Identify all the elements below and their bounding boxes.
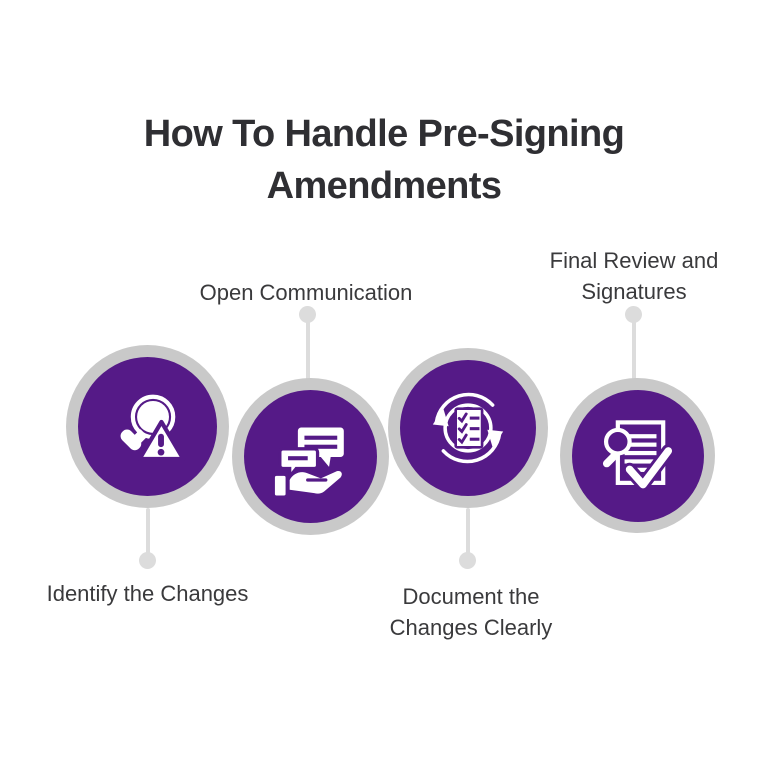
step-node-2-disc xyxy=(244,390,377,523)
step-node-3-disc xyxy=(400,360,536,496)
step-node-2[interactable] xyxy=(232,378,389,535)
magnifier-warning-icon xyxy=(106,385,190,469)
connector-line-step-1 xyxy=(146,508,150,556)
page-title: How To Handle Pre-Signing Amendments xyxy=(143,113,625,208)
connector-line-step-3 xyxy=(466,508,470,556)
connector-dot-step-2 xyxy=(299,306,316,323)
connector-dot-step-3 xyxy=(459,552,476,569)
step-label-3: Document the Changes Clearly xyxy=(389,584,553,641)
hand-chat-bubbles-icon xyxy=(270,416,352,498)
step-label-1: Identify the Changes xyxy=(46,581,249,606)
checklist-refresh-icon xyxy=(424,384,512,472)
connector-dot-step-4 xyxy=(625,306,642,323)
step-node-4-disc xyxy=(571,389,704,522)
step-node-3[interactable] xyxy=(388,348,548,508)
step-node-4[interactable] xyxy=(560,378,715,533)
step-node-1-disc xyxy=(78,357,217,496)
step-label-4: Final Review and Signatures xyxy=(549,248,719,305)
step-label-2: Open Communication xyxy=(199,280,413,305)
connector-dot-step-1 xyxy=(139,552,156,569)
connector-line-step-2 xyxy=(306,318,310,382)
connector-line-step-4 xyxy=(632,318,636,382)
step-node-1[interactable] xyxy=(66,345,229,508)
document-review-check-icon xyxy=(596,414,680,498)
